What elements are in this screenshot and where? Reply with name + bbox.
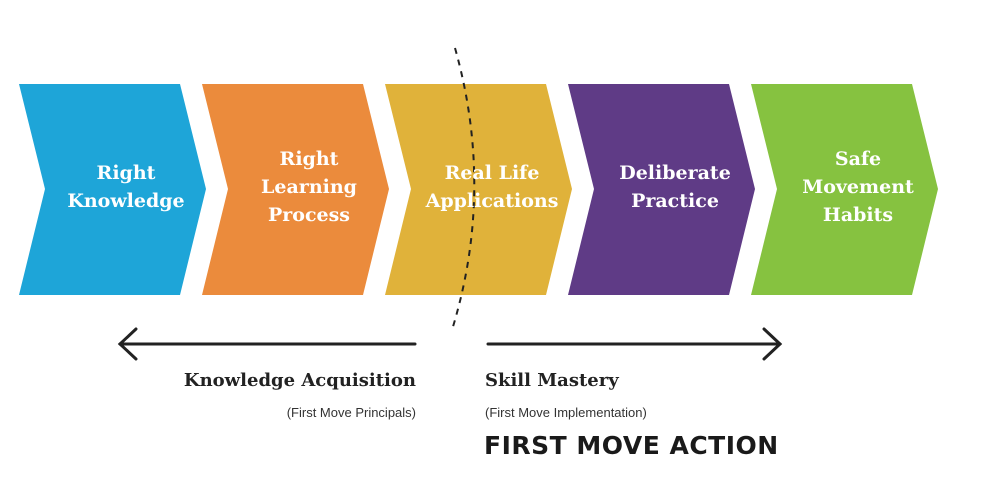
chevron-step-1 — [19, 84, 206, 295]
chevron-label-line: Knowledge — [67, 190, 185, 212]
chevron-label-line: Deliberate — [619, 162, 731, 184]
chevron-label-line: Right — [279, 148, 339, 170]
chevron-step-2 — [202, 84, 389, 295]
chevron-step-5 — [751, 84, 938, 295]
chevron-label-line: Real Life — [444, 162, 540, 184]
skill-mastery-subtitle: (First Move Implementation) — [485, 405, 647, 420]
chevron-step-4 — [568, 84, 755, 295]
phase-divider-dashed-line — [451, 47, 476, 331]
chevron-label-line: Learning — [261, 176, 357, 198]
left-arrow — [117, 327, 417, 361]
skill-mastery-title: Skill Mastery — [485, 370, 619, 391]
knowledge-acquisition-title: Knowledge Acquisition — [183, 370, 416, 391]
chevron-label-line: Movement — [802, 176, 914, 198]
chevron-label-line: Habits — [822, 204, 894, 226]
knowledge-acquisition-subtitle: (First Move Principals) — [286, 405, 416, 420]
chevron-label-line: Applications — [425, 190, 559, 212]
chevron-label-line: Practice — [631, 190, 719, 212]
first-move-action-heading: FIRST MOVE ACTION — [484, 431, 779, 460]
chevron-label-line: Process — [267, 204, 351, 226]
chevron-label-line: Right — [96, 162, 156, 184]
chevron-label-line: Safe — [834, 148, 882, 170]
chevron-step-3 — [385, 84, 572, 295]
right-arrow — [486, 327, 783, 361]
